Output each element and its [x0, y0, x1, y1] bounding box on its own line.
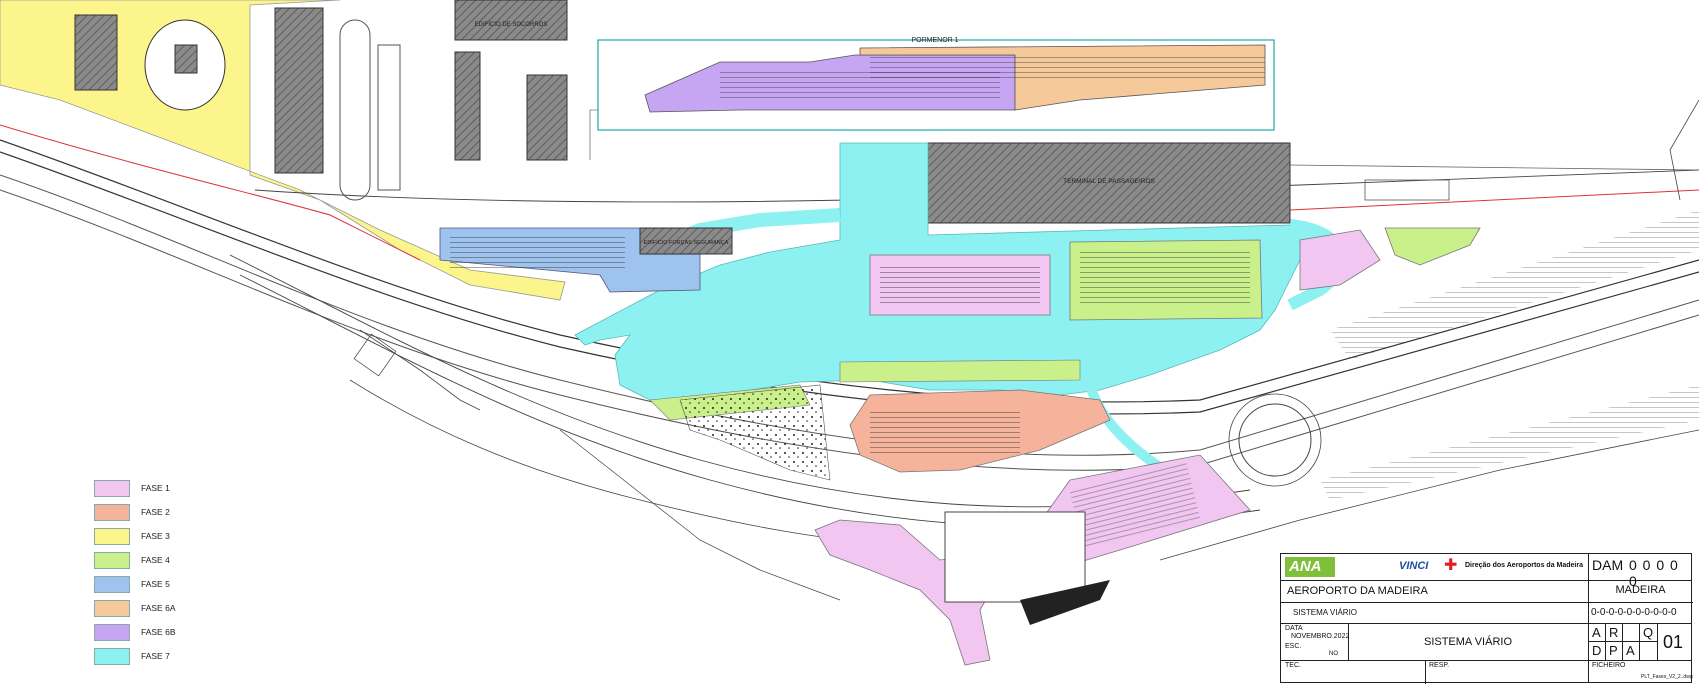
legend-label: FASE 5	[141, 579, 170, 589]
legend-item-fase3: FASE 3	[94, 524, 214, 548]
legend-label: FASE 6A	[141, 603, 176, 613]
svg-text:EDIFÍCIO DE SOCORROS: EDIFÍCIO DE SOCORROS	[475, 21, 548, 28]
project-title: AEROPORTO DA MADEIRA	[1287, 585, 1428, 597]
legend-item-fase5: FASE 5	[94, 572, 214, 596]
legend-item-fase6a: FASE 6A	[94, 596, 214, 620]
svg-text:TERMINAL DE PASSAGEIROS: TERMINAL DE PASSAGEIROS	[1063, 178, 1155, 185]
building-socorros	[454, 0, 568, 41]
code-letter: R	[1609, 625, 1619, 640]
legend-label: FASE 7	[141, 651, 170, 661]
resp-label: RESP.	[1429, 662, 1450, 669]
esc-label: ESC.	[1285, 643, 1302, 650]
code-letter: D	[1592, 643, 1602, 658]
main-title: SISTEMA VIÁRIO	[1423, 636, 1513, 648]
legend-swatch	[94, 575, 130, 593]
legend: FASE 1 FASE 2 FASE 3 FASE 4 FASE 5 FASE …	[94, 476, 214, 668]
svg-text:EDIFÍCIO FORÇAS SEGURANÇA: EDIFÍCIO FORÇAS SEGURANÇA	[644, 239, 729, 246]
legend-swatch	[94, 647, 130, 665]
building-manutencao	[74, 14, 118, 91]
title-block: ANA VINCI ✚ Direção dos Aeroportos da Ma…	[1280, 553, 1693, 684]
legend-swatch	[94, 551, 130, 569]
esc-value: NO	[1329, 651, 1338, 657]
sheet-number: 01	[1663, 632, 1684, 652]
legend-label: FASE 1	[141, 483, 170, 493]
legend-label: FASE 6B	[141, 627, 176, 637]
vinci-logo: VINCI	[1399, 560, 1429, 572]
legend-item-fase4: FASE 4	[94, 548, 214, 572]
legend-item-fase2: FASE 2	[94, 500, 214, 524]
vinci-cross-icon: ✚	[1444, 557, 1458, 574]
code-letter: A	[1592, 625, 1601, 640]
legend-swatch	[94, 503, 130, 521]
legend-label: FASE 2	[141, 507, 170, 517]
zone-fase3	[0, 0, 566, 301]
ana-logo: ANA	[1285, 557, 1335, 577]
org-name: Direção dos Aeroportos da Madeira	[1465, 562, 1583, 569]
ficheiro-label: FICHEIRO	[1592, 662, 1626, 669]
tec-label: TEC.	[1285, 662, 1301, 669]
building-carga	[274, 7, 324, 174]
legend-label: FASE 3	[141, 531, 170, 541]
location: MADEIRA	[1615, 584, 1666, 596]
date-value: NOVEMBRO.2022	[1291, 633, 1350, 640]
code-letter: P	[1609, 643, 1618, 658]
legend-swatch	[94, 479, 130, 497]
legend-swatch	[94, 527, 130, 545]
code-row: 0-0-0-0-0-0-0-0-0-0	[1591, 607, 1677, 618]
data-label: DATA	[1285, 625, 1303, 632]
file-name: PLT_Fases_V2_2..dwg	[1641, 674, 1693, 680]
building-d	[454, 51, 481, 161]
legend-item-fase1: FASE 1	[94, 476, 214, 500]
legend-swatch	[94, 599, 130, 617]
doc-digits: 0 0 0 0 0	[1629, 557, 1679, 589]
svg-text:PORMENOR 1: PORMENOR 1	[911, 37, 958, 44]
code-letter: Q	[1643, 625, 1654, 640]
code-letter: A	[1626, 643, 1635, 658]
legend-swatch	[94, 623, 130, 641]
legend-label: FASE 4	[141, 555, 170, 565]
terminal-passageiros	[927, 142, 1291, 224]
building-forcas	[639, 227, 733, 255]
building-c	[526, 74, 568, 161]
subtitle: SISTEMA VIÁRIO	[1293, 608, 1358, 617]
legend-item-fase7: FASE 7	[94, 644, 214, 668]
legend-item-fase6b: FASE 6B	[94, 620, 214, 644]
doc-prefix: DAM	[1592, 557, 1624, 573]
